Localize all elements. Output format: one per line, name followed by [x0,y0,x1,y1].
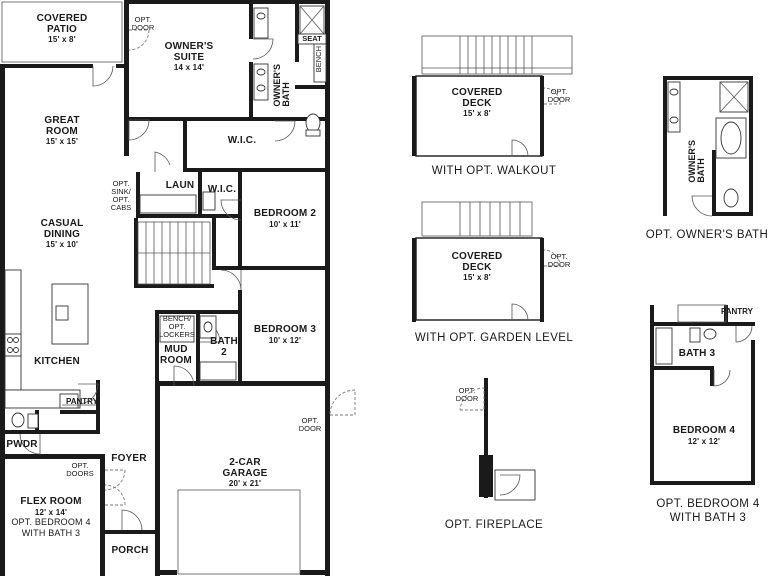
owners-bath-label: OWNER'S BATH [272,64,291,107]
bedroom4-dim: 12' x 12' [687,436,721,446]
walkout-caption: WITH OPT. WALKOUT [431,165,557,177]
fireplace-opt-door-note: OPT. DOOR [455,386,479,403]
covered-patio-dim: 15' x 8' [48,35,76,44]
opt-door-garage-note: OPT. DOOR [298,416,322,433]
great-room-dim: 15' x 15' [45,137,79,146]
pantry-label: PANTRY [66,397,98,406]
opt-owners-bath-caption: OPT. OWNER'S BATH [645,229,768,241]
bedroom3-dim: 10' x 12' [268,335,302,345]
option-bedroom4-drawing [650,304,755,485]
walkout-deck-name: COVERED DECK [451,87,503,109]
flex-room-dim: 12' x 14' [34,507,68,517]
kitchen-label: KITCHEN [34,356,80,367]
garage-door [177,489,301,575]
bench-note: BENCH [314,46,323,73]
mud-room-label: MUD ROOM [160,344,192,366]
bench-lockers-note: BENCH/ OPT. LOCKERS [159,314,195,339]
garden-deck-name: COVERED DECK [451,251,503,273]
garden-opt-door-note: OPT. DOOR [547,252,571,269]
wic-main-label: W.I.C. [227,135,257,146]
laundry-label: LAUN [165,180,195,191]
opt-doors-flex-note: OPT. DOORS [66,461,94,478]
bedroom4-caption: OPT. BEDROOM 4 WITH BATH 3 [656,498,760,525]
bath2-label: BATH 2 [210,336,238,358]
stairs [137,221,211,285]
bedroom2-dim: 10' x 11' [269,219,301,229]
foyer-label: FOYER [111,453,147,464]
wic-small-label: W.I.C. [207,184,237,195]
powder-room-label: PWDR [6,439,38,450]
bedroom2-name: BEDROOM 2 [253,208,317,219]
fixtures [4,5,327,429]
bedroom4-bath3-label: BATH 3 [678,348,716,359]
owners-suite-name: OWNER'S SUITE [164,41,214,63]
option-owners-bath-drawing [663,76,753,217]
option-fireplace-drawing [459,378,536,501]
great-room-name: GREAT ROOM [44,115,80,137]
flex-room-alt: OPT. BEDROOM 4 WITH BATH 3 [11,517,91,538]
garage-name: 2-CAR GARAGE [222,457,268,479]
garden-caption: WITH OPT. GARDEN LEVEL [414,332,574,344]
opt-owners-bath-label: OWNER'S BATH [687,140,706,183]
seat-note: SEAT [302,34,322,43]
opt-sink-note: OPT. SINK/ OPT. CABS [110,179,132,212]
casual-dining-dim: 15' x 10' [45,240,79,249]
owners-suite-dim: 14 x 14' [173,63,205,72]
casual-dining-name: CASUAL DINING [40,218,84,240]
bedroom3-name: BEDROOM 3 [253,324,317,335]
walkout-deck-dim: 15' x 8' [463,109,491,118]
door-swings [19,29,356,531]
bedroom4-name: BEDROOM 4 [672,425,736,436]
porch-label: PORCH [111,545,149,556]
flex-room-name: FLEX ROOM [20,496,82,507]
opt-door-suite-note: OPT. DOOR [131,15,155,32]
garage-dim: 20' x 21' [228,479,262,488]
covered-patio-name: COVERED PATIO [36,13,88,35]
bedroom4-pantry-label: PANTRY [721,307,753,316]
option-garden-drawing [412,201,561,322]
option-walkout-drawing [412,35,573,157]
garden-deck-dim: 15' x 8' [463,273,491,282]
walkout-opt-door-note: OPT. DOOR [547,87,571,104]
fireplace-caption: OPT. FIREPLACE [444,519,544,531]
